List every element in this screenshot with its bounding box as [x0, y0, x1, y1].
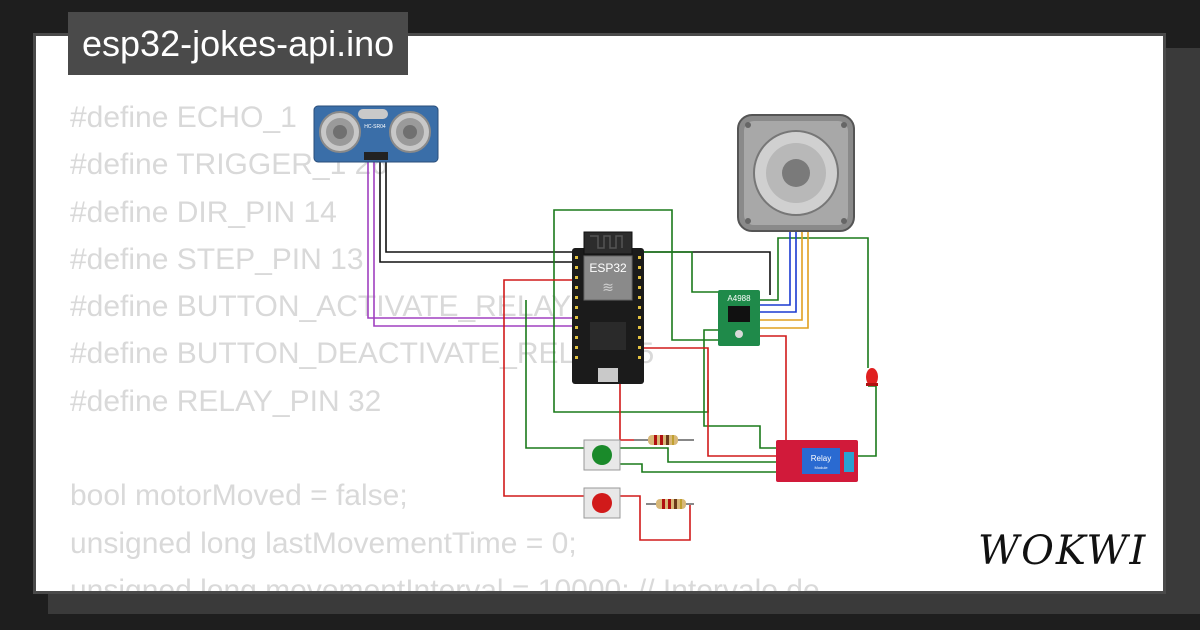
wire-purple	[373, 158, 574, 327]
wire-blue	[760, 232, 791, 306]
code-line: #define STEP_PIN 13	[70, 242, 364, 276]
wire-green	[553, 209, 720, 341]
wire-red	[503, 279, 586, 497]
wire-red	[719, 335, 787, 440]
code-line: #define RELAY_PIN 32	[70, 384, 382, 418]
relay-sublabel: Module	[814, 465, 828, 470]
code-line: unsigned long lastMovementTime = 0;	[70, 526, 577, 560]
wire-red	[642, 347, 776, 457]
wire-blue	[760, 232, 797, 313]
a4988-driver[interactable]: A4988	[718, 290, 760, 346]
resistor[interactable]	[646, 499, 694, 509]
wire-green	[620, 463, 776, 473]
red-pushbutton[interactable]	[583, 487, 621, 519]
code-line: bool motorMoved = false;	[70, 479, 408, 513]
wire-orange	[760, 232, 803, 321]
wire-black	[379, 158, 574, 263]
relay-module[interactable]: Relay Module	[776, 440, 858, 482]
code-line: #define ECHO_1	[70, 101, 297, 134]
led[interactable]	[866, 368, 878, 386]
wire-orange	[760, 232, 809, 329]
wire-green	[642, 251, 720, 293]
wokwi-logo: WOKWI	[978, 528, 1148, 574]
green-pushbutton[interactable]	[583, 439, 621, 471]
relay-label: Relay	[811, 454, 831, 463]
code-line: #define BUTTON_DEACTIVATE_RELAY 25	[70, 337, 655, 371]
ultrasonic-sensor[interactable]: HC-SR04	[313, 105, 439, 163]
stepper-motor[interactable]	[737, 114, 855, 232]
wire-green	[760, 237, 869, 368]
driver-label: A4988	[727, 294, 751, 303]
file-title: esp32-jokes-api.ino	[68, 12, 409, 75]
wifi-icon: ≋	[602, 280, 614, 296]
code-line: #define TRIGGER_1 26	[70, 148, 388, 182]
wire-red	[620, 495, 691, 541]
wire-purple	[367, 158, 574, 319]
code-line: #define DIR_PIN 14	[70, 195, 337, 229]
ultrasonic-label: HC-SR04	[364, 124, 386, 130]
wire-green	[703, 329, 776, 449]
code-line: unsigned long movementInterval = 10000; …	[70, 573, 820, 594]
esp32-label: ESP32	[589, 261, 627, 275]
wire-green	[620, 447, 776, 463]
resistor[interactable]	[634, 435, 694, 445]
wire-green	[525, 300, 586, 449]
esp32-board[interactable]: ESP32 ≋	[572, 231, 644, 384]
